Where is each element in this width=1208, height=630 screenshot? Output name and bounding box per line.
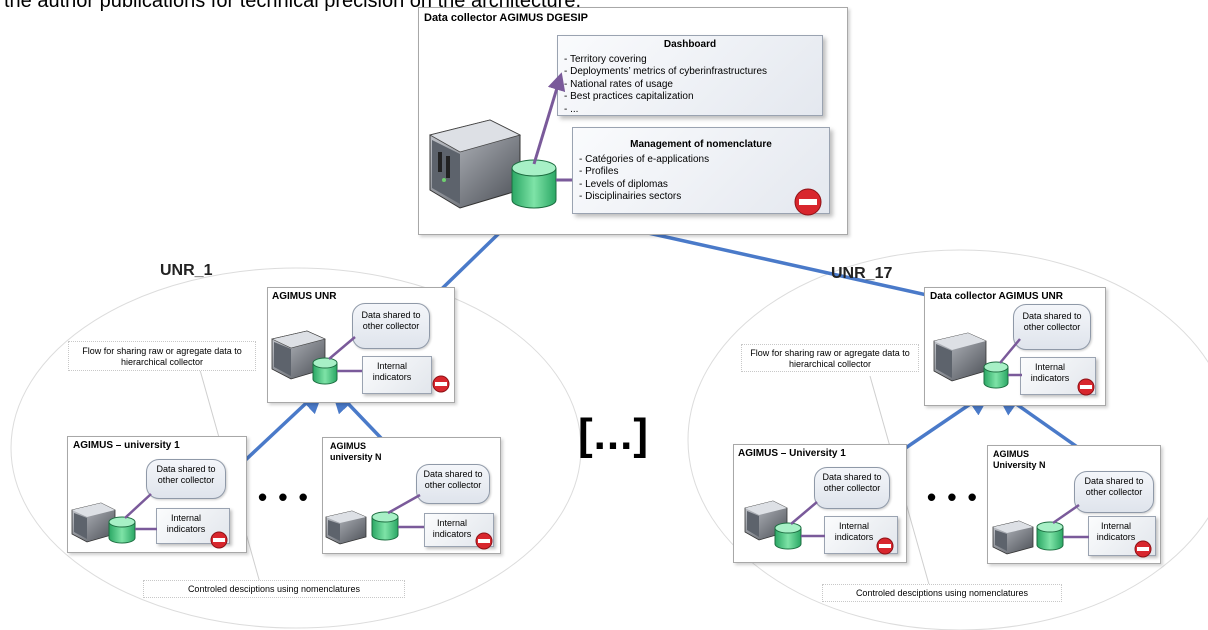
connector-db-bubble xyxy=(387,493,421,515)
left-uni1-graphics xyxy=(71,493,228,549)
left-unr-graphics xyxy=(271,330,450,393)
left-controlled-note: Controled desciptions using nomenclature… xyxy=(143,580,405,598)
connector-db-bubble xyxy=(1052,503,1080,525)
database-icon xyxy=(312,357,338,385)
right-uni1-graphics xyxy=(744,500,894,555)
dashboard-item: National rates of usage xyxy=(564,79,816,92)
connector-db-bubble xyxy=(328,336,356,360)
nomenclature-item: Disciplinairies sectors xyxy=(579,191,823,204)
stop-icon xyxy=(210,531,228,549)
right-uni1-shared-bubble: Data shared to other collector xyxy=(814,467,890,509)
left-uni1-shared-bubble: Data shared to other collector xyxy=(146,459,226,499)
middle-ellipsis: [...] xyxy=(578,410,649,459)
left-uniN-shared-bubble: Data shared to other collector xyxy=(416,464,490,504)
right-flow-note: Flow for sharing raw or agregate data to… xyxy=(741,344,919,372)
database-icon xyxy=(371,511,399,541)
nomenclature-panel: Management of nomenclature Catégories of… xyxy=(572,127,830,214)
connector-db-bubble xyxy=(124,493,152,519)
stop-icon xyxy=(876,537,894,555)
dashboard-title: Dashboard xyxy=(663,39,717,50)
connector-db-bubble xyxy=(999,338,1021,364)
left-ellipsis: • • • xyxy=(258,482,310,512)
nomenclature-item: Profiles xyxy=(579,166,823,179)
right-uniN-graphics xyxy=(992,503,1152,558)
top-collector-graphics xyxy=(428,72,822,216)
server-icon xyxy=(744,500,788,541)
right-controlled-note: Controled desciptions using nomenclature… xyxy=(822,584,1062,602)
dashboard-item: Best practices capitalization xyxy=(564,91,816,104)
left-unr-shared-bubble: Data shared to other collector xyxy=(352,303,430,349)
right-unr-shared-bubble: Data shared to other collector xyxy=(1013,304,1091,350)
right-uni1-title: AGIMUS – University 1 xyxy=(738,448,846,459)
left-region-label: UNR_1 xyxy=(160,262,213,279)
stop-icon xyxy=(1134,540,1152,558)
right-region-label: UNR_17 xyxy=(831,265,893,282)
server-icon xyxy=(271,330,326,380)
left-unr-internal-note: Internal indicators xyxy=(362,356,432,394)
stop-icon xyxy=(1077,378,1095,396)
left-uniN-graphics xyxy=(325,493,493,550)
top-collector-title: Data collector AGIMUS DGESIP xyxy=(424,12,589,24)
nomenclature-title: Management of nomenclature xyxy=(630,139,772,150)
dashboard-item: Deployments’ metrics of cyberinfrastruct… xyxy=(564,66,816,79)
database-icon xyxy=(774,522,802,550)
right-uniN-title: AGIMUS University N xyxy=(993,449,1046,470)
nomenclature-item: Levels of diplomas xyxy=(579,179,823,192)
server-icon xyxy=(933,332,987,382)
connector-db-dashboard xyxy=(532,72,566,165)
database-icon xyxy=(1036,521,1064,551)
database-icon xyxy=(108,516,136,544)
left-unr-title: AGIMUS UNR xyxy=(272,291,337,302)
dashboard-item: Territory covering xyxy=(564,54,816,67)
server-icon xyxy=(325,510,367,545)
nomenclature-item: Catégories of e-applications xyxy=(579,154,823,167)
stop-icon xyxy=(475,532,493,550)
database-icon xyxy=(511,159,557,209)
left-uni1-title: AGIMUS – university 1 xyxy=(73,440,180,451)
right-ellipsis: • • • xyxy=(927,482,979,512)
dashboard-panel: Dashboard Territory covering Deployments… xyxy=(557,35,823,116)
right-unr-title: Data collector AGIMUS UNR xyxy=(930,291,1063,302)
server-icon xyxy=(428,119,522,209)
left-region-ellipse xyxy=(10,267,582,629)
stop-icon xyxy=(432,375,450,393)
right-uniN-shared-bubble: Data shared to other collector xyxy=(1074,471,1154,513)
server-icon xyxy=(992,520,1034,555)
left-flow-note: Flow for sharing raw or agregate data to… xyxy=(68,341,256,371)
right-region-ellipse xyxy=(687,249,1208,630)
left-uniN-internal-note: Internal indicators xyxy=(424,513,494,547)
database-icon xyxy=(983,361,1009,389)
dashboard-item-more: ... xyxy=(564,104,816,117)
left-uniN-title: AGIMUS university N xyxy=(330,441,382,462)
server-icon xyxy=(71,502,116,543)
stop-icon xyxy=(794,188,822,216)
connector-db-bubble xyxy=(790,501,818,525)
right-unr-graphics xyxy=(933,332,1095,396)
